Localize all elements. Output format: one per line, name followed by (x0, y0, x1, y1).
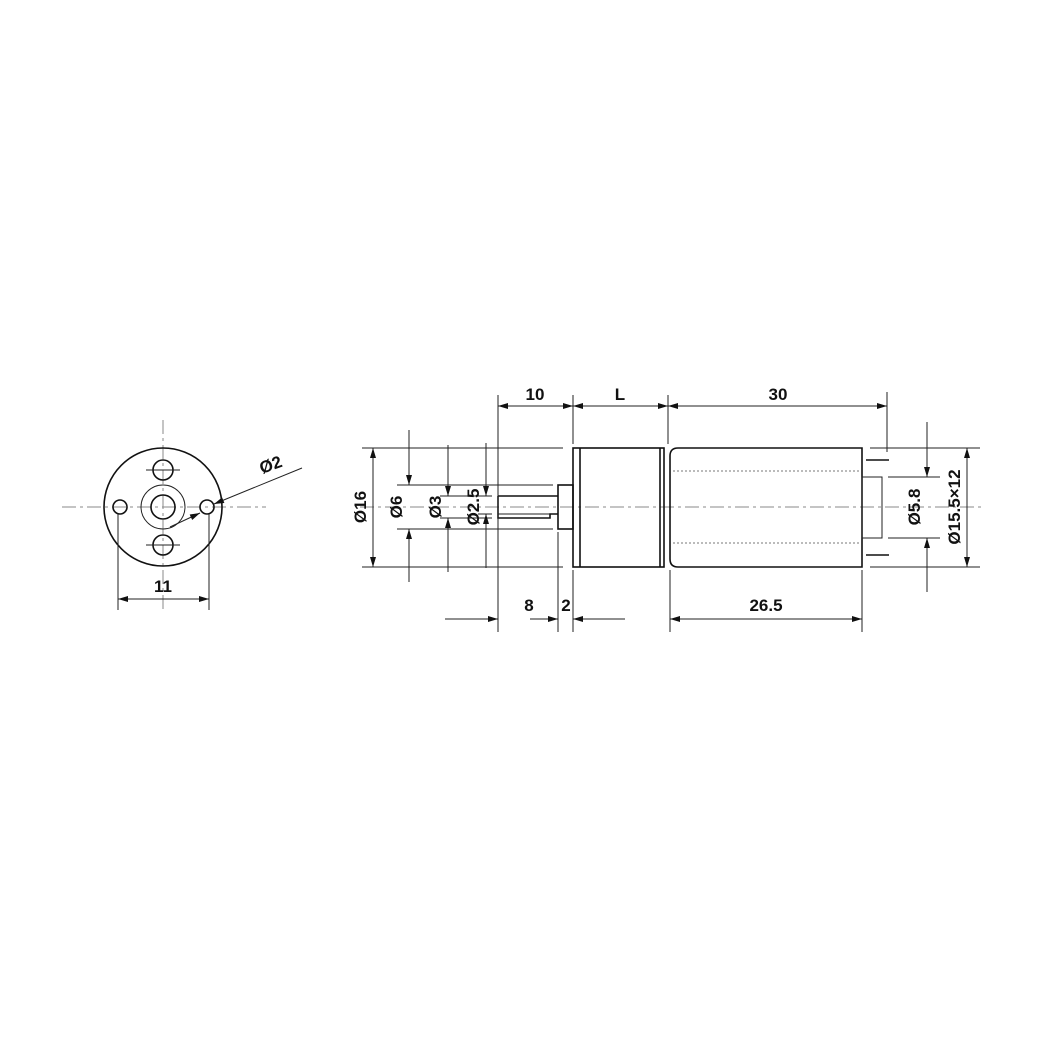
dim-shaft-diameter: Ø3 (426, 496, 445, 519)
dim-motor-length: 30 (769, 385, 788, 404)
boss (557, 484, 574, 530)
mounting-hole-right (199, 499, 215, 515)
front-view: 11 Ø2 (62, 420, 303, 612)
dim-gearbox-length: L (615, 385, 625, 404)
dim-motor-body-length: 26.5 (749, 596, 782, 615)
hub-outline (140, 484, 186, 530)
dim-hole-spacing: 11 (154, 577, 172, 596)
dim-body-diameter: Ø16 (351, 491, 370, 523)
shaft-outline (150, 494, 176, 520)
dim-shaft-flat: Ø2.5 (464, 489, 483, 526)
flange-outline (103, 447, 223, 567)
dim-hole-diameter: Ø2 (257, 452, 285, 478)
dim-shaft-usable: 8 (524, 596, 533, 615)
motor-body (669, 447, 863, 568)
dim-end-cap-diameter: Ø5.8 (905, 489, 924, 526)
dim-boss-length: 2 (561, 596, 570, 615)
dim-shaft-length: 10 (526, 385, 545, 404)
dim-motor-section: Ø15.5×12 (945, 469, 964, 544)
end-cap (861, 476, 883, 539)
mounting-hole-left (112, 499, 128, 515)
dim-boss-diameter: Ø6 (387, 496, 406, 519)
side-view: Ø16 Ø6 Ø3 Ø2.5 10 L 30 8 2 (351, 385, 985, 632)
